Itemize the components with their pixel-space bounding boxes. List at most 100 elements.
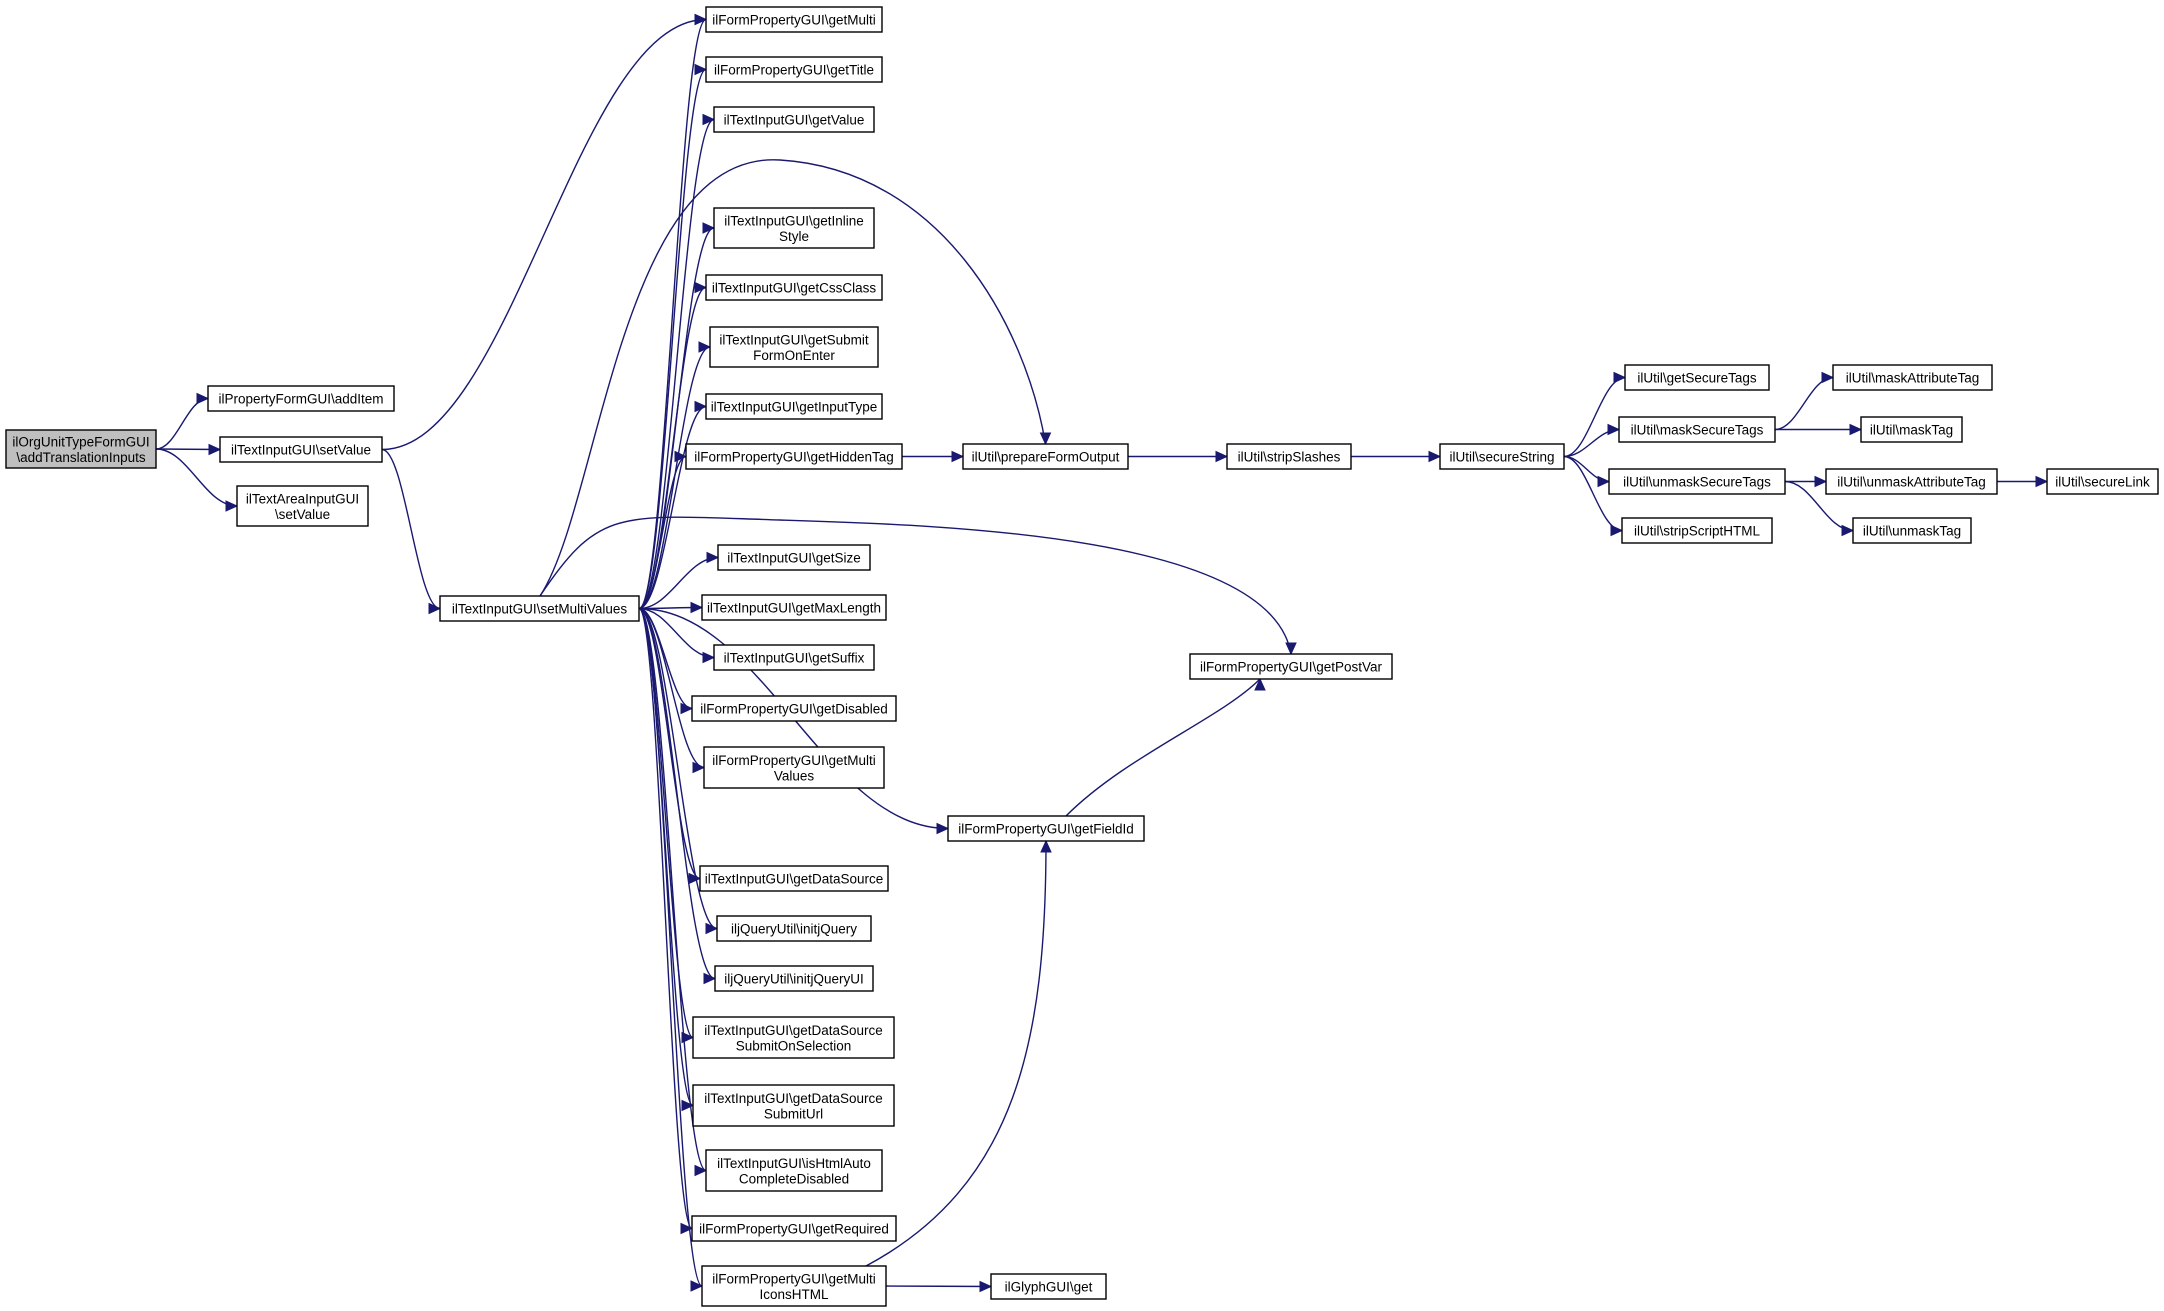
node-getSecureTags[interactable]: ilUtil\getSecureTags [1624,364,1770,391]
node-getSuffix[interactable]: ilTextInputGUI\getSuffix [713,644,875,671]
node-label: ilFormPropertyGUI\getFieldId [958,822,1134,837]
node-label: ilTextInputGUI\setValue [231,443,371,458]
arrowhead [688,872,702,885]
edge-setMultiValues-to-getSuffix [638,607,716,664]
node-label: Style [779,229,809,244]
arrowhead [690,1280,704,1292]
node-getTitle[interactable]: ilFormPropertyGUI\getTitle [705,56,883,83]
node-getRequired[interactable]: ilFormPropertyGUI\getRequired [691,1215,897,1242]
arrowhead [694,63,708,76]
node-box [1189,653,1393,680]
node-box [1860,416,1963,443]
node-getDataSource[interactable]: ilTextInputGUI\getDataSource [699,865,889,892]
edge-setMultiValues-to-getHiddenTag [638,450,688,610]
node-getHiddenTag[interactable]: ilFormPropertyGUI\getHiddenTag [685,443,903,470]
node-isHtmlAutoCompleteDisabled[interactable]: ilTextInputGUI\isHtmlAutoCompleteDisable… [705,1149,883,1192]
arrowhead [680,702,694,715]
node-maskTag[interactable]: ilUtil\maskTag [1860,416,1963,443]
edge-getFieldId-to-getPostVar [1065,677,1266,817]
node-stripScriptHTML[interactable]: ilUtil\stripScriptHTML [1621,517,1773,544]
node-initjQuery[interactable]: iljQueryUtil\initjQuery [716,915,872,942]
node-label: ilUtil\unmaskAttributeTag [1837,475,1986,490]
edge-setMultiValues-to-getMultiIconsHTML [638,607,704,1292]
edge-secureString-to-maskSecureTags [1563,423,1621,458]
node-getSize[interactable]: ilTextInputGUI\getSize [717,544,871,571]
arrowhead [428,602,442,615]
node-box [685,443,903,470]
node-unmaskSecureTags[interactable]: ilUtil\unmaskSecureTags [1608,468,1786,495]
node-box [691,695,897,722]
node-getMulti[interactable]: ilFormPropertyGUI\getMulti [705,6,883,33]
node-label: ilOrgUnitTypeFormGUI [12,434,149,449]
arrowhead [702,222,716,234]
node-getPostVar[interactable]: ilFormPropertyGUI\getPostVar [1189,653,1393,680]
node-label: ilUtil\maskSecureTags [1631,423,1764,438]
edge-setMultiValues-to-getRequired [638,607,694,1235]
node-root[interactable]: ilOrgUnitTypeFormGUI\addTranslationInput… [5,429,157,469]
edge-setMultiValues-to-getSize [638,551,720,610]
node-getDisabled[interactable]: ilFormPropertyGUI\getDisabled [691,695,897,722]
arrowhead [698,341,712,353]
node-glyphGet[interactable]: ilGlyphGUI\get [990,1273,1107,1300]
node-setValue[interactable]: ilTextInputGUI\setValue [219,436,383,463]
arrowhead [1039,432,1052,446]
node-taSetValue[interactable]: ilTextAreaInputGUI\setValue [236,485,369,527]
node-getCssClass[interactable]: ilTextInputGUI\getCssClass [705,274,883,301]
node-unmaskTag[interactable]: ilUtil\unmaskTag [1852,517,1972,544]
node-box [692,1084,895,1127]
node-box [717,544,871,571]
node-label: SubmitUrl [764,1106,823,1121]
node-box [962,443,1129,470]
edge-setMultiValues-to-getValue [638,113,716,610]
node-label: ilFormPropertyGUI\getMulti [712,753,876,768]
arrowhead [681,1031,695,1044]
node-getDataSourceSubmitOnSelection[interactable]: ilTextInputGUI\getDataSourceSubmitOnSele… [692,1016,895,1059]
node-box [699,865,889,892]
arrowhead [1597,475,1611,488]
node-setMultiValues[interactable]: ilTextInputGUI\setMultiValues [439,595,640,622]
node-getMaxLength[interactable]: ilTextInputGUI\getMaxLength [701,594,887,621]
node-box [5,429,157,469]
node-maskAttributeTag[interactable]: ilUtil\maskAttributeTag [1832,364,1993,391]
node-label: ilUtil\unmaskTag [1863,524,1961,539]
node-label: ilFormPropertyGUI\getHiddenTag [694,450,894,465]
node-label: ilTextInputGUI\getDataSource [704,1023,883,1038]
edge-root-to-addItem [155,392,210,450]
arrowhead [196,392,210,405]
node-maskSecureTags[interactable]: ilUtil\maskSecureTags [1618,416,1776,443]
node-label: ilTextInputGUI\getMaxLength [707,601,881,616]
node-unmaskAttributeTag[interactable]: ilUtil\unmaskAttributeTag [1825,468,1998,495]
node-box [439,595,640,622]
edge-getHiddenTag-to-prepareFormOutput [902,450,965,463]
node-label: ilUtil\stripSlashes [1238,450,1341,465]
node-initjQueryUI[interactable]: iljQueryUtil\initjQueryUI [714,965,874,992]
node-secureString[interactable]: ilUtil\secureString [1439,443,1565,470]
node-box [947,815,1145,842]
node-box [709,326,879,368]
node-label: ilUtil\unmaskSecureTags [1623,475,1771,490]
node-prepareFormOutput[interactable]: ilUtil\prepareFormOutput [962,443,1129,470]
arrowhead [694,281,708,294]
edge-setValue-to-getMulti [381,13,708,451]
arrowhead [694,400,708,413]
node-label: ilFormPropertyGUI\getDisabled [700,702,888,717]
arrowhead [681,1099,695,1112]
node-getValue[interactable]: ilTextInputGUI\getValue [713,106,875,133]
node-stripSlashes[interactable]: ilUtil\stripSlashes [1226,443,1352,470]
node-label: ilTextAreaInputGUI [246,491,359,506]
edge-setMultiValues-to-getMultiValues [638,607,706,774]
node-getFieldId[interactable]: ilFormPropertyGUI\getFieldId [947,815,1145,842]
edge-getMultiIconsHTML-to-getFieldId [865,839,1052,1267]
node-label: ilUtil\prepareFormOutput [972,450,1120,465]
arrowhead [1040,839,1052,853]
node-addItem[interactable]: ilPropertyFormGUI\addItem [207,385,395,412]
node-getInputType[interactable]: ilTextInputGUI\getInputType [705,393,883,420]
node-secureLink[interactable]: ilUtil\secureLink [2046,468,2159,495]
arrowhead [680,1222,694,1235]
node-label: ilPropertyFormGUI\addItem [218,392,383,407]
